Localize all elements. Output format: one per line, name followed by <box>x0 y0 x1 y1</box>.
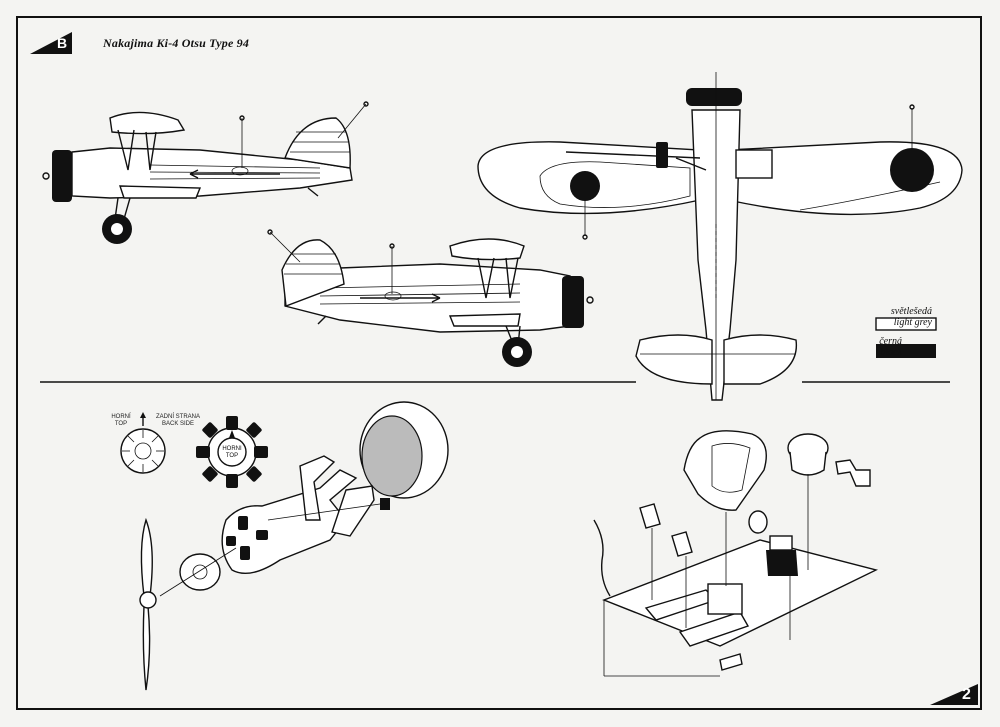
page-badge <box>930 684 978 705</box>
legend-black-label: černá black <box>812 336 902 358</box>
engine-top-cz-2: HORNI <box>222 446 242 452</box>
engine-top-label-1: HORNÍ TOP <box>106 414 136 428</box>
sheet-title: Nakajima Ki-4 Otsu Type 94 <box>103 36 250 50</box>
plan-view <box>477 72 963 401</box>
legend-light-grey-cz: světlešedá <box>890 306 932 317</box>
cockpit-exploded-view <box>593 430 879 677</box>
engine-top-en-1: TOP <box>114 421 128 427</box>
engine-back-side-label: ZADNÍ STRANA BACK SIDE <box>148 414 208 428</box>
engine-exploded-view <box>120 401 449 691</box>
section-letter: B <box>57 35 68 51</box>
side-view-left <box>42 101 369 244</box>
black-swatch <box>876 344 936 358</box>
legend-light-grey-en: light grey <box>893 317 932 328</box>
sheet-frame <box>16 16 982 710</box>
engine-top-label-2: HORNI TOP <box>218 446 246 460</box>
section-badge <box>30 32 72 54</box>
legend-light-grey-label: světlešedá light grey <box>812 306 932 328</box>
light-grey-swatch <box>875 317 937 331</box>
legend-black-en: black <box>880 347 902 358</box>
side-view-right <box>267 229 594 367</box>
engine-back-side-cz: ZADNÍ STRANA <box>155 414 200 420</box>
legend-swatches <box>875 317 937 358</box>
engine-top-cz-1: HORNÍ <box>111 414 131 420</box>
engine-back-side-en: BACK SIDE <box>161 421 194 427</box>
engine-top-en-2: TOP <box>225 453 239 459</box>
legend-black-cz: černá <box>879 336 902 347</box>
page-number: 2 <box>962 686 971 703</box>
